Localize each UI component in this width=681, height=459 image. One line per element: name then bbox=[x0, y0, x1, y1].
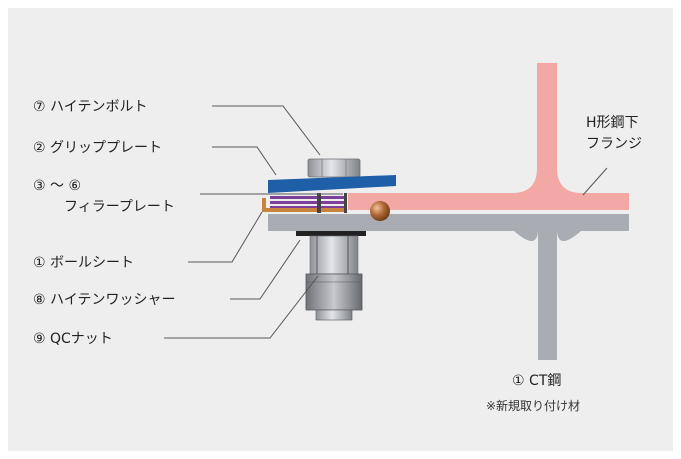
label-h-beam-line1: H形鋼下 bbox=[586, 115, 639, 131]
high-tension-bolt-head bbox=[307, 158, 361, 178]
bolt-shank-lower bbox=[309, 235, 359, 275]
label-filler-plate: フィラープレート bbox=[64, 199, 175, 215]
leader-lines bbox=[164, 105, 608, 339]
label-washer: ⑧ ハイテンワッシャー bbox=[33, 292, 175, 308]
ct-steel bbox=[268, 214, 629, 360]
h-beam-fillet-right bbox=[557, 168, 582, 193]
label-ball-seat: ① ボールシート bbox=[33, 255, 134, 271]
label-h-beam-line2: フランジ bbox=[586, 136, 642, 152]
label-ct-steel: ① CT鋼 bbox=[512, 373, 561, 389]
bolt-shank-edge bbox=[344, 193, 347, 213]
h-beam-web bbox=[537, 63, 557, 195]
ct-steel-stem bbox=[538, 229, 557, 360]
bolt-shank-upper bbox=[317, 193, 321, 213]
label-grip-plate: ② グリッププレート bbox=[33, 140, 162, 156]
ball bbox=[370, 201, 390, 221]
label-new-material-note: ※新規取り付け材 bbox=[486, 398, 580, 413]
h-beam-fillet-left bbox=[512, 168, 537, 193]
h-beam-flange-plate bbox=[348, 193, 629, 210]
ct-steel-flange bbox=[268, 214, 629, 231]
filler-plates bbox=[270, 196, 344, 209]
h-beam-lower-flange bbox=[348, 63, 629, 210]
label-qc-nut: ⑨ QCナット bbox=[33, 331, 113, 347]
ct-steel-fillet-right bbox=[557, 229, 581, 242]
label-bolt: ⑦ ハイテンボルト bbox=[33, 99, 147, 115]
grip-plate bbox=[268, 175, 396, 193]
ct-steel-fillet-left bbox=[514, 229, 538, 242]
ball-seat-plate bbox=[262, 198, 346, 212]
high-tension-washer bbox=[296, 231, 366, 236]
label-filler-number: ③ ～ ⑥ bbox=[33, 178, 81, 194]
